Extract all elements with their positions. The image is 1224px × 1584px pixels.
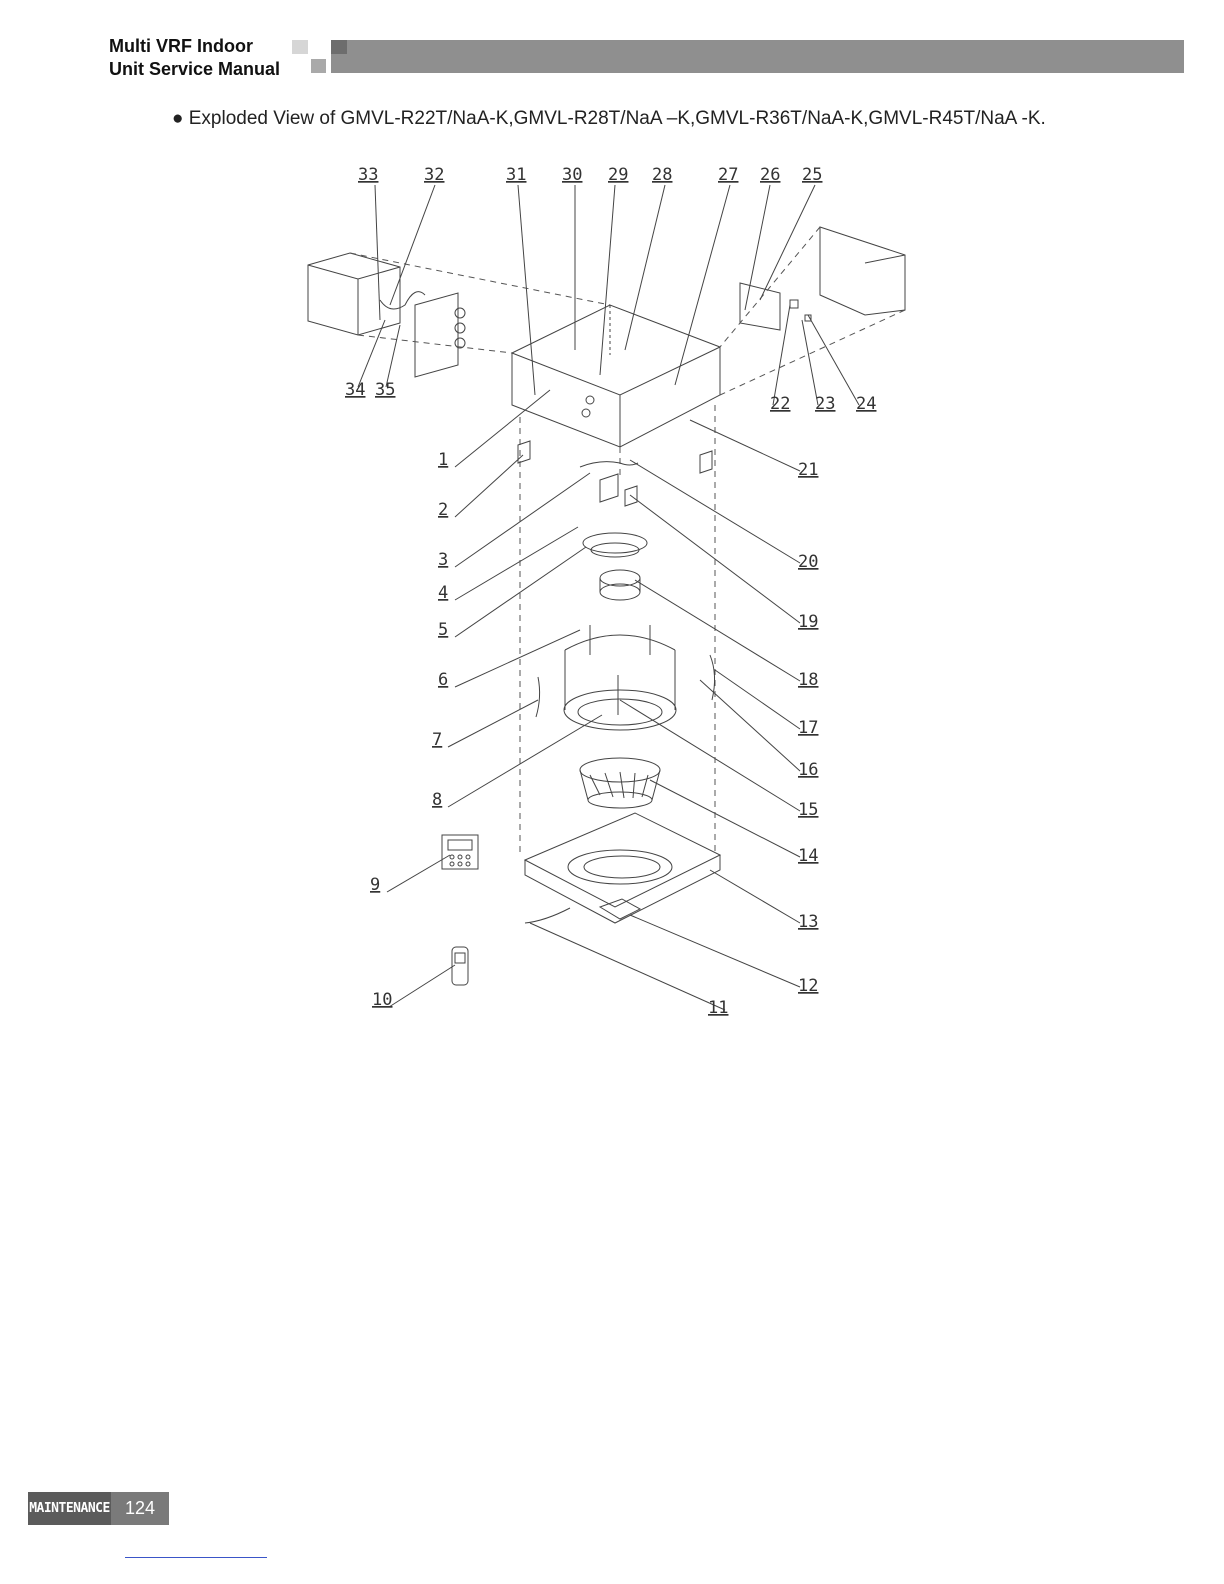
callout-1: 1: [438, 450, 448, 470]
callout-leader-6: [455, 630, 580, 687]
callout-leader-1: [455, 390, 550, 467]
callout-leader-26: [745, 185, 770, 310]
callout-leader-23: [802, 320, 818, 405]
callout-30: 30: [562, 165, 582, 185]
callout-31: 31: [506, 165, 526, 185]
callout-19: 19: [798, 612, 818, 632]
callout-leader-34: [358, 320, 385, 387]
header-bar: [331, 40, 1184, 73]
callout-leader-8: [448, 715, 602, 807]
callout-27: 27: [718, 165, 738, 185]
header-square-dark: [331, 40, 347, 54]
callout-leader-31: [518, 185, 535, 395]
callout-35: 35: [375, 380, 395, 400]
callout-28: 28: [652, 165, 672, 185]
section-label: MAINTENANCE: [28, 1492, 111, 1525]
callout-33: 33: [358, 165, 378, 185]
callout-leader-10: [389, 965, 455, 1007]
callout-32: 32: [424, 165, 444, 185]
callout-11: 11: [708, 998, 728, 1018]
callout-leader-11: [530, 923, 725, 1010]
callout-leader-9: [387, 855, 450, 892]
callout-leader-29: [600, 185, 615, 375]
manual-title-line1: Multi VRF Indoor: [109, 35, 280, 58]
callout-18: 18: [798, 670, 818, 690]
callout-leader-4: [455, 527, 578, 600]
manual-title: Multi VRF Indoor Unit Service Manual: [109, 35, 280, 81]
callout-leader-14: [650, 780, 800, 857]
callout-16: 16: [798, 760, 818, 780]
callout-leader-12: [630, 915, 800, 987]
callout-22: 22: [770, 394, 790, 414]
callout-23: 23: [815, 394, 835, 414]
figure-caption: ● Exploded View of GMVL-R22T/NaA-K,GMVL-…: [172, 108, 1046, 130]
header-square-mid: [311, 59, 326, 73]
footer-link-line: [125, 1557, 267, 1558]
callout-5: 5: [438, 620, 448, 640]
manual-title-line2: Unit Service Manual: [109, 58, 280, 81]
callout-2: 2: [438, 500, 448, 520]
page-number: 124: [111, 1492, 169, 1525]
callout-leader-32: [390, 185, 435, 305]
callout-leader-13: [710, 870, 800, 923]
callout-24: 24: [856, 394, 876, 414]
callout-20: 20: [798, 552, 818, 572]
callout-6: 6: [438, 670, 448, 690]
callout-leader-2: [455, 455, 523, 517]
callout-21: 21: [798, 460, 818, 480]
callout-34: 34: [345, 380, 365, 400]
callout-4: 4: [438, 583, 448, 603]
callout-12: 12: [798, 976, 818, 996]
callout-10: 10: [372, 990, 392, 1010]
callout-leader-25: [760, 185, 815, 300]
callout-leader-28: [625, 185, 665, 350]
callout-7: 7: [432, 730, 442, 750]
callout-26: 26: [760, 165, 780, 185]
callout-leader-22: [773, 305, 790, 405]
callout-3: 3: [438, 550, 448, 570]
callout-14: 14: [798, 846, 818, 866]
callout-leader-18: [635, 580, 800, 681]
callout-leader-35: [386, 325, 400, 387]
callout-8: 8: [432, 790, 442, 810]
callout-25: 25: [802, 165, 822, 185]
callout-leader-15: [620, 700, 800, 811]
callout-9: 9: [370, 875, 380, 895]
callout-17: 17: [798, 718, 818, 738]
header-square-light: [292, 40, 308, 54]
callout-leader-7: [448, 700, 538, 747]
callout-leader-17: [715, 670, 800, 729]
callout-15: 15: [798, 800, 818, 820]
callout-leader-33: [375, 185, 380, 320]
callout-leader-21: [690, 420, 800, 471]
callout-leader-3: [455, 473, 590, 567]
callout-29: 29: [608, 165, 628, 185]
callout-13: 13: [798, 912, 818, 932]
